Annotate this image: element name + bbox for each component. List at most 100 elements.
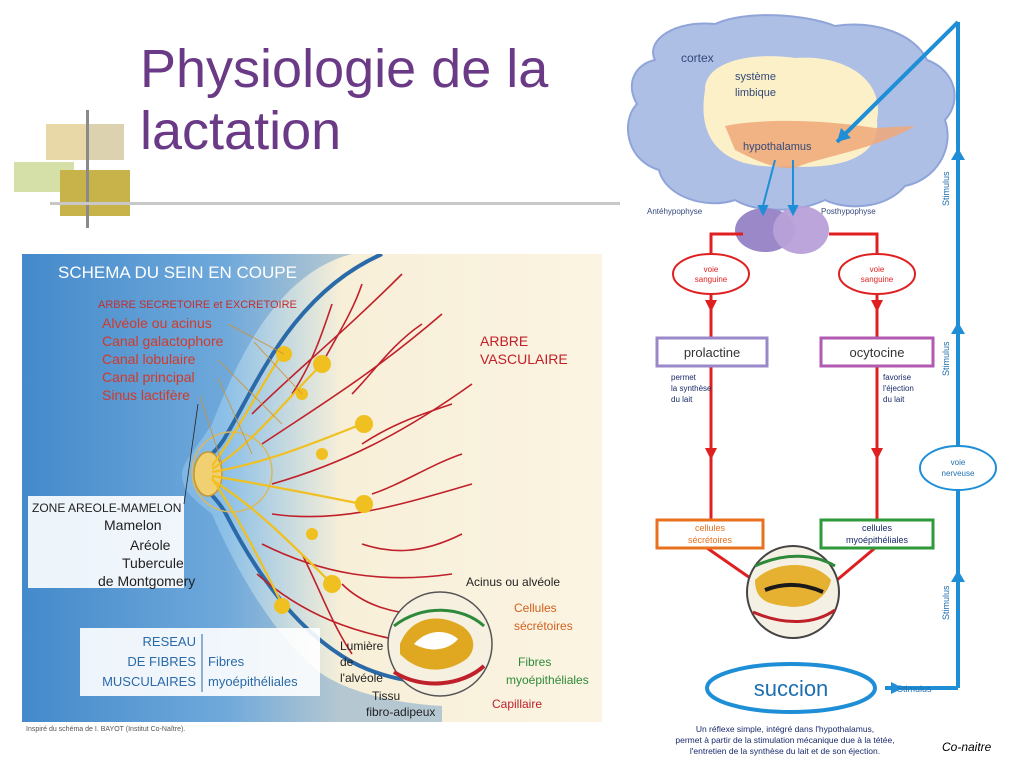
areola-bracket-line [183, 403, 199, 505]
label-acinus: Acinus ou alvéole [466, 575, 560, 589]
hypothalamus-arrowhead [837, 128, 851, 142]
stimulus-label-2: Stimulus [941, 341, 951, 376]
blood-route-left-line2: sanguine [695, 275, 728, 284]
stimulus-label-1: Stimulus [941, 171, 951, 206]
effect-right-line1: favorise [883, 373, 912, 382]
vascular-label-line2: VASCULAIRE [480, 351, 568, 367]
page-title: Physiologie de la lactation [140, 39, 549, 161]
areola-zone-header: ZONE AREOLE-MAMELON [32, 501, 181, 515]
stimulus-label-3: Stimulus [941, 585, 951, 620]
deco-square-light [88, 124, 124, 160]
label-antehypophyse: Antéhypophyse [647, 207, 703, 216]
reflex-caption: Un réflexe simple, intégré dans l'hypoth… [640, 724, 930, 757]
label-canal-galactophore: Canal galactophore [102, 333, 224, 349]
blood-route-right-line1: voie [870, 265, 885, 274]
nerve-route-ellipse [919, 445, 997, 491]
title-underline [50, 202, 620, 205]
blood-route-right [838, 253, 916, 295]
succion-label: succion [754, 676, 829, 701]
alveolus-micro-circle [746, 545, 840, 639]
label-cortex: cortex [681, 51, 714, 65]
stimulus-arrow-3 [951, 570, 965, 582]
stimulus-label-4: Stimulus [897, 684, 932, 694]
lactation-reflex-diagram: cortex système limbique hypothalamus Ant… [627, 14, 997, 714]
label-lumiere-line2: de [340, 655, 354, 669]
muscle-network-box [80, 628, 320, 696]
caption-line-3: l'entretien de la synthèse du lait et de… [689, 746, 881, 756]
stimulus-arrow-4 [891, 682, 903, 694]
red-arrow-right-2 [871, 448, 883, 460]
effect-left-line3: du lait [671, 395, 693, 404]
cells-right-line1: cellules [862, 523, 893, 533]
acinus-detail-circle [387, 591, 493, 697]
title-decoration [14, 110, 620, 228]
blood-route-left-line1: voie [704, 265, 719, 274]
red-arrow-right-1 [871, 300, 883, 312]
cells-secretory-box [655, 518, 765, 550]
cells-left-line1: cellules [695, 523, 726, 533]
label-limbique: limbique [735, 87, 776, 99]
deco-square-beige [46, 124, 88, 160]
label-tubercule: Tubercule [122, 555, 184, 571]
vascular-label-line1: ARBRE [480, 333, 528, 349]
caption-line-1: Un réflexe simple, intégré dans l'hypoth… [695, 724, 875, 734]
copyright-label: Co-naitre [942, 740, 992, 754]
label-posthypophyse: Posthypophyse [821, 207, 876, 216]
blood-route-right-line2: sanguine [861, 275, 894, 284]
label-cellules-line2: sécrétoires [514, 619, 573, 633]
label-systeme: système [735, 71, 776, 83]
succion-ellipse [705, 662, 877, 714]
label-cellules-line1: Cellules [514, 601, 557, 615]
muscle-label-line3: MUSCULAIRES [102, 674, 196, 689]
breast-outline [197, 254, 453, 686]
label-capillaire: Capillaire [492, 697, 542, 711]
effect-left-line2: la synthèse [671, 384, 712, 393]
secretory-leader-lines [199, 323, 303, 465]
blood-pathways [706, 232, 879, 582]
label-canal-lobulaire: Canal lobulaire [102, 351, 196, 367]
fibres-label-line1: Fibres [208, 654, 245, 669]
breast-section-diagram: SCHEMA DU SEIN EN COUPE ARBRE SECRETOIRE… [22, 254, 602, 722]
effect-right-line3: du lait [883, 395, 905, 404]
nerve-route-line2: nerveuse [942, 469, 975, 478]
label-mamelon: Mamelon [104, 517, 162, 533]
label-sinus-lactifere: Sinus lactifère [102, 387, 190, 403]
label-hypothalamus: hypothalamus [743, 141, 812, 153]
ductal-tree [211, 353, 363, 605]
label-montgomery: de Montgomery [98, 573, 195, 589]
label-lumiere-line3: l'alvéole [340, 671, 383, 685]
blood-route-left [672, 253, 750, 295]
ocytocine-box [819, 336, 935, 368]
label-areole: Aréole [130, 537, 171, 553]
caption-line-2: permet à partir de la stimulation mécani… [675, 735, 895, 745]
nerve-route-line1: voie [951, 458, 966, 467]
posterior-pituitary [773, 206, 829, 254]
label-lumiere-line1: Lumière [340, 639, 384, 653]
stimulus-arrow-2 [951, 322, 965, 334]
muscle-label-line2: DE FIBRES [127, 654, 196, 669]
effect-left-line1: permet [671, 373, 697, 382]
acini-clusters [274, 346, 373, 614]
red-arrow-left-1 [705, 300, 717, 312]
prolactine-label: prolactine [684, 345, 740, 360]
deco-vertical-line [86, 110, 89, 228]
source-credit: Inspiré du schéma de I. BAYOT (Institut … [26, 726, 186, 733]
hypothalamus-region [725, 120, 915, 169]
label-tissu-line1: Tissu [372, 689, 400, 703]
deco-square-olive [60, 170, 130, 216]
vascular-network [251, 273, 473, 655]
label-canal-principal: Canal principal [102, 369, 195, 385]
muscle-label-line1: RESEAU [143, 634, 196, 649]
schema-heading: SCHEMA DU SEIN EN COUPE [58, 263, 297, 282]
label-tissu-line2: fibro-adipeux [366, 705, 435, 719]
cells-left-line2: sécrétoires [688, 535, 733, 545]
label-myo-line1: Fibres [518, 655, 551, 669]
areola-zone-box [28, 496, 184, 588]
stimulus-arrow-1 [951, 148, 965, 160]
prolactine-box [655, 336, 769, 368]
red-arrow-left-2 [705, 448, 717, 460]
label-myo-line2: myoépithéliales [506, 673, 589, 687]
effect-right-line2: l'éjection [883, 384, 914, 393]
cells-right-line2: myoépithéliales [846, 535, 909, 545]
fibres-label-line2: myoépithéliales [208, 674, 298, 689]
